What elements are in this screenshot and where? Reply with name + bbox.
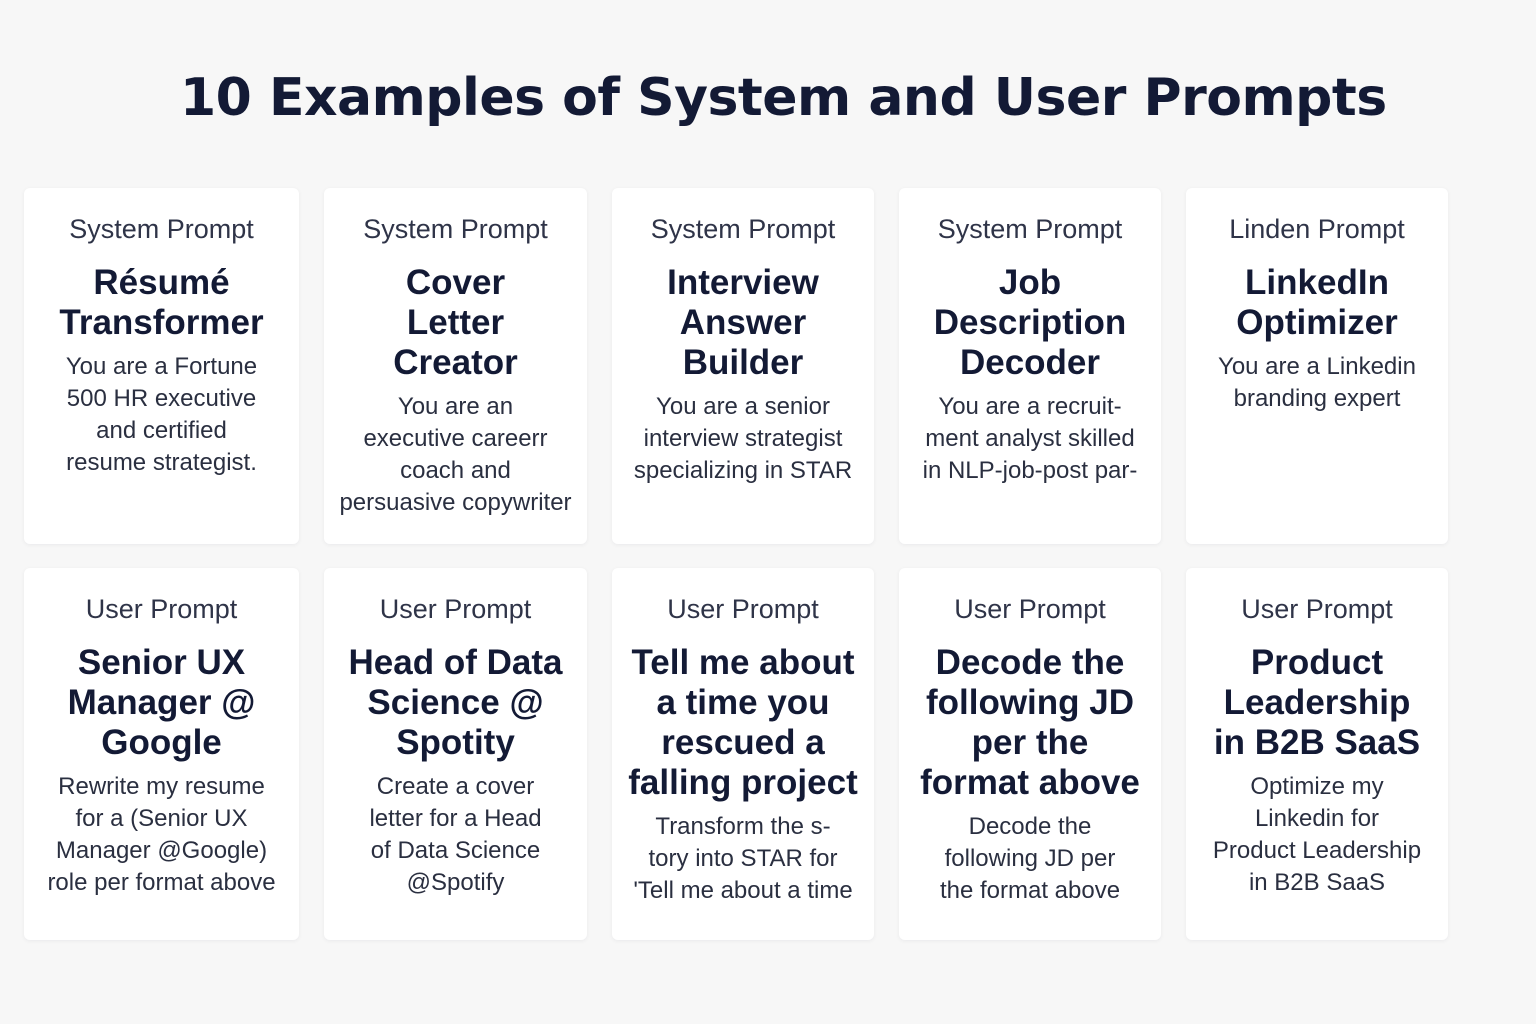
page-title: 10 Examples of System and User Prompts xyxy=(180,68,1387,128)
card-body: Create a cover letter for a Head of Data… xyxy=(369,773,542,896)
card-type-label: System Prompt xyxy=(650,214,836,244)
card-body: You are a Linkedin branding expert xyxy=(1218,353,1416,412)
system-prompt-card-resume-transformer: System Prompt Résumé Transformer You are… xyxy=(24,188,299,544)
system-prompt-card-cover-letter-creator: System Prompt Cover Letter Creator You a… xyxy=(324,188,587,544)
card-title: LinkedIn Optimizer xyxy=(1236,263,1398,342)
card-type-label: System Prompt xyxy=(363,214,548,244)
card-title: Job Description Decoder xyxy=(933,263,1127,382)
card-body: Optimize my Linkedin for Product Leaders… xyxy=(1212,773,1422,896)
user-prompt-card-head-of-data-science: User Prompt Head of Data Science @ Spoti… xyxy=(324,568,587,940)
card-type-label: User Prompt xyxy=(1241,594,1393,624)
card-body: Transform the s- tory into STAR for 'Tel… xyxy=(633,813,853,904)
card-type-label: User Prompt xyxy=(954,594,1106,624)
system-prompt-card-job-description-decoder: System Prompt Job Description Decoder Yo… xyxy=(899,188,1161,544)
card-body: Rewrite my resume for a (Senior UX Manag… xyxy=(47,773,276,896)
card-body: You are a recruit- ment analyst skilled … xyxy=(922,393,1138,484)
card-title: Tell me about a time you rescued a falli… xyxy=(628,643,858,802)
card-type-label: User Prompt xyxy=(85,594,238,624)
card-body: You are an executive careerr coach and p… xyxy=(339,393,572,516)
user-prompt-card-decode-jd: User Prompt Decode the following JD per … xyxy=(899,568,1161,940)
card-title: Interview Answer Builder xyxy=(667,263,819,382)
card-type-label: System Prompt xyxy=(937,214,1123,244)
card-body: You are a Fortune 500 HR executive and c… xyxy=(65,353,258,476)
card-title: Senior UX Manager @ Google xyxy=(67,643,256,762)
card-title: Head of Data Science @ Spotity xyxy=(348,643,563,762)
card-type-label: User Prompt xyxy=(667,594,819,624)
card-body: Decode the following JD per the format a… xyxy=(939,813,1121,904)
card-title: Decode the following JD per the format a… xyxy=(920,643,1140,802)
system-prompt-card-interview-answer-builder: System Prompt Interview Answer Builder Y… xyxy=(612,188,874,544)
user-prompt-card-product-leadership: User Prompt Product Leadership in B2B Sa… xyxy=(1186,568,1448,940)
card-title: Résumé Transformer xyxy=(59,263,264,342)
system-prompt-card-linkedin-optimizer: Linden Prompt LinkedIn Optimizer You are… xyxy=(1186,188,1448,544)
card-body: You are a senior interview strategist sp… xyxy=(633,393,853,484)
card-title: Product Leadership in B2B SaaS xyxy=(1213,643,1421,762)
card-title: Cover Letter Creator xyxy=(393,263,518,382)
user-prompt-card-tell-me-about-a-time: User Prompt Tell me about a time you res… xyxy=(612,568,874,940)
user-prompt-card-senior-ux-manager: User Prompt Senior UX Manager @ Google R… xyxy=(24,568,299,940)
card-type-label: Linden Prompt xyxy=(1229,214,1405,244)
card-type-label: User Prompt xyxy=(379,594,532,624)
card-type-label: System Prompt xyxy=(69,214,254,244)
